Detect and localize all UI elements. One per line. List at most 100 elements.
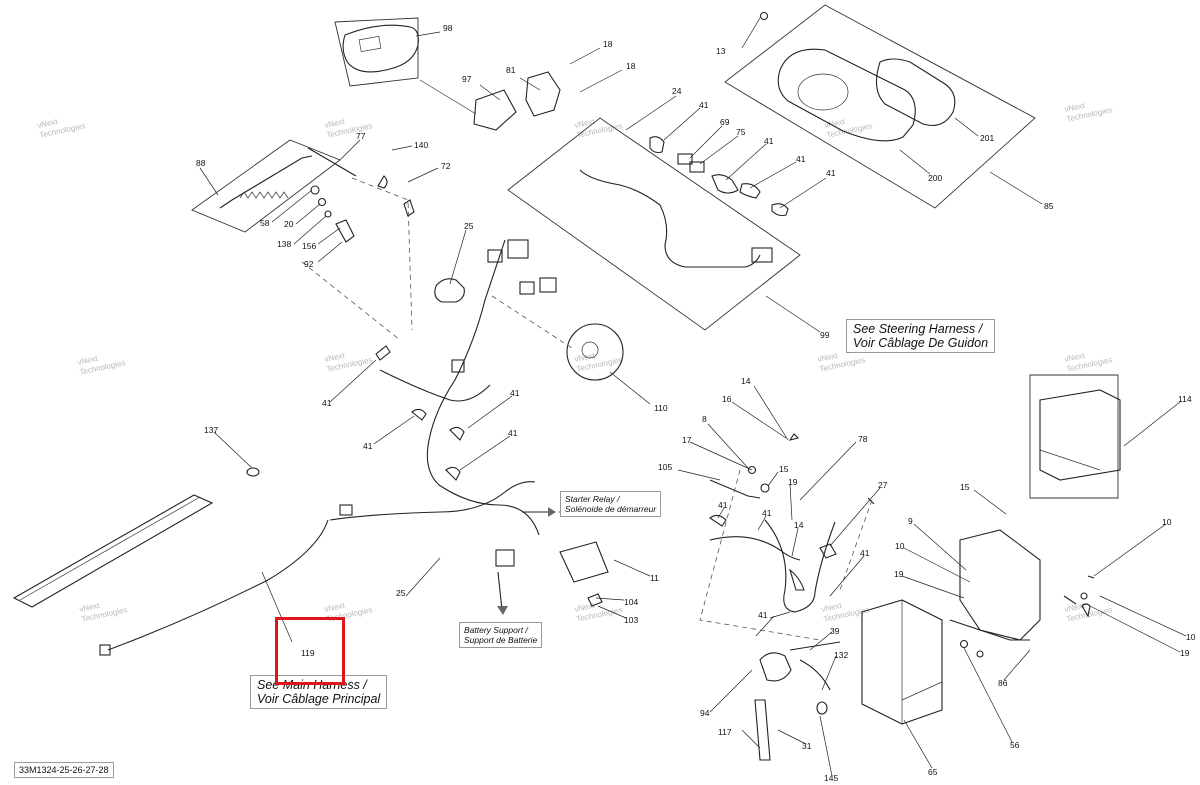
part-number: 94 [700, 708, 710, 718]
part-labels: 98 97 81 18 18 13 24 41 69 75 41 41 41 2… [196, 23, 1196, 783]
part-number: 8 [702, 414, 707, 424]
battery-support-86 [959, 529, 1041, 641]
part-number: 24 [672, 86, 682, 96]
watermark: vNext [821, 601, 844, 614]
part-number: 201 [980, 133, 994, 143]
switch-97 [473, 89, 517, 131]
part-number: 41 [508, 428, 518, 438]
part-number: 103 [624, 615, 638, 625]
label-plate-98 [342, 24, 419, 73]
part-number: 65 [928, 767, 938, 777]
main-harness-callout: See Main Harness / Voir Câblage Principa… [250, 675, 388, 709]
watermark: vNext [574, 351, 597, 364]
part-number: 19 [894, 569, 904, 579]
reference-code: 33M1324-25-26-27-28 [14, 762, 114, 778]
callout-line: Support de Batterie [464, 635, 538, 645]
part-number: 85 [1044, 201, 1054, 211]
callout-line: See Main Harness / [257, 678, 367, 692]
part-number: 18 [603, 39, 613, 49]
part-number: 11 [650, 573, 659, 583]
leader-lines [199, 17, 1187, 777]
part-number: 27 [878, 480, 888, 490]
part-number: 16 [722, 394, 732, 404]
watermark: vNext [1064, 601, 1087, 614]
part-number: 58 [260, 218, 270, 228]
part-number: 156 [302, 241, 316, 251]
part-number: 56 [1010, 740, 1020, 750]
part-number: 10 [1186, 632, 1196, 642]
part-number: 137 [204, 425, 218, 435]
part-number: 41 [758, 610, 768, 620]
part-number: 25 [396, 588, 406, 598]
bracket-25 [434, 278, 465, 303]
group-frame-85 [724, 4, 1036, 209]
spring-88 [219, 155, 313, 209]
part-number: 10 [1162, 517, 1172, 527]
group-frame-98 [334, 17, 419, 87]
parts-art [12, 11, 1121, 761]
part-number: 14 [794, 520, 804, 530]
part-number: 19 [788, 477, 798, 487]
part-number: 41 [826, 168, 836, 178]
group-frame-114 [1029, 374, 1119, 499]
part-number: 41 [363, 441, 373, 451]
callout-line: Voir Câblage De Guidon [853, 336, 989, 350]
starter-relay-callout: Starter Relay / Solénoide de démarreur [560, 491, 662, 517]
part-number: 97 [462, 74, 472, 84]
watermark: vNext [77, 354, 100, 367]
part-number: 140 [414, 140, 428, 150]
part-number: 69 [720, 117, 730, 127]
watermark: vNext [1064, 351, 1087, 364]
callout-line: Solénoide de démarreur [565, 504, 657, 514]
part-number: 92 [304, 259, 314, 269]
part-number: 41 [860, 548, 870, 558]
part-number: 81 [506, 65, 516, 75]
part-number: 19 [1180, 648, 1190, 658]
part-number: 132 [834, 650, 848, 660]
part-number: 105 [658, 462, 672, 472]
callout-line: Battery Support / [464, 625, 528, 635]
watermark: vNext [817, 351, 840, 364]
watermark: vNext [37, 117, 60, 130]
steering-harness-callout: See Steering Harness / Voir Câblage De G… [846, 319, 996, 353]
watermark: vNext [324, 117, 347, 130]
callout-line: Voir Câblage Principal [257, 692, 381, 706]
callout-line: Starter Relay / [565, 494, 620, 504]
part-number: 145 [824, 773, 838, 783]
part-number: 10 [895, 541, 905, 551]
part-number: 41 [699, 100, 709, 110]
solenoid-94 [759, 652, 792, 682]
watermark: vNext [574, 117, 597, 130]
part-number: 17 [682, 435, 692, 445]
arrows [497, 507, 556, 615]
part-number: 41 [322, 398, 332, 408]
part-number: 20 [284, 219, 294, 229]
part-number: 41 [764, 136, 774, 146]
harness-lead-119 [107, 519, 329, 651]
part-number: 119 [301, 648, 315, 658]
part-number: 110 [654, 403, 668, 413]
part-number: 13 [716, 46, 726, 56]
part-number: 14 [741, 376, 751, 386]
part-number: 86 [998, 678, 1008, 688]
part-number: 25 [464, 221, 474, 231]
part-number: 98 [443, 23, 453, 33]
part-number: 117 [718, 727, 732, 737]
highlight-box-119 [275, 617, 345, 685]
part-number: 200 [928, 173, 942, 183]
watermark: vNext [1064, 101, 1087, 114]
steering-harness-99 [579, 169, 761, 268]
part-number: 104 [624, 597, 638, 607]
part-number: 39 [830, 626, 840, 636]
part-number: 41 [718, 500, 728, 510]
watermark: vNext [79, 601, 102, 614]
gauge-bezel-200 [777, 48, 916, 142]
part-number: 41 [762, 508, 772, 518]
part-number: 18 [626, 61, 636, 71]
part-number: 114 [1178, 394, 1192, 404]
grommet-110 [566, 323, 624, 381]
part-number: 9 [908, 516, 913, 526]
watermark: vNext [324, 351, 347, 364]
